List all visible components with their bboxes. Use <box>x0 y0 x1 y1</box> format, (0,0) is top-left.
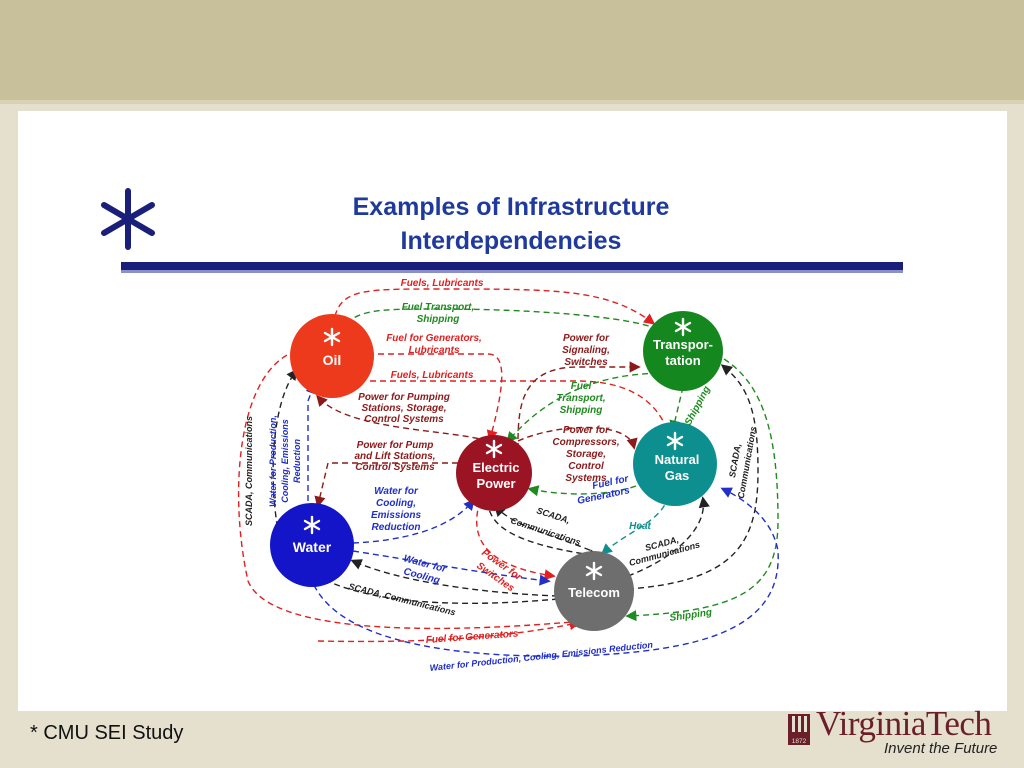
node-asterisk-icon <box>485 439 503 459</box>
label-water-cooling-3: Emissions <box>371 510 421 521</box>
top-banner <box>0 0 1024 100</box>
label-power-compressors-5: Systems <box>565 473 607 484</box>
node-asterisk-icon <box>674 317 692 337</box>
label-scada-bottom: SCADA, Communications <box>348 581 457 617</box>
label-scada-center-2: Communications <box>509 515 582 547</box>
node-oil-label: Oil <box>323 352 342 368</box>
footer-source: * CMU SEI Study <box>30 722 184 744</box>
label-water-production-left-1: Water for Production, <box>268 415 278 507</box>
label-power-pump-lift-1: Power for Pump <box>357 440 434 451</box>
logo-tagline: Invent the Future <box>884 740 998 757</box>
virginia-tech-logo: 1872 VirginiaTech Invent the Future <box>786 704 1018 766</box>
university-seal-icon: 1872 <box>788 714 810 745</box>
label-power-pump-lift-2: and Lift Stations, <box>354 451 435 462</box>
label-power-compressors-4: Control <box>568 461 604 472</box>
label-heat: Heat <box>629 521 651 532</box>
node-gas-label1: Natural <box>655 452 700 467</box>
node-electric-label1: Electric <box>473 460 520 475</box>
node-telecom: Telecom <box>554 551 634 631</box>
label-power-pumping-3: Control Systems <box>364 414 444 425</box>
label-scada-center-1: SCADA, <box>535 505 571 525</box>
label-fuel-transport-1: Fuel Transport, <box>402 302 475 313</box>
label-fuel-transport-2: Shipping <box>417 314 460 325</box>
label-water-cooling-2: Cooling, <box>376 498 416 509</box>
label-water-production-bottom: Water for Production, Cooling, Emissions… <box>429 640 654 673</box>
label-power-pumping-2: Stations, Storage, <box>361 403 446 414</box>
label-fuel-transport-mid-2: Transport, <box>556 393 605 404</box>
label-fuels-lubricants-top: Fuels, Lubricants <box>401 278 484 289</box>
label-fuel-transport-mid-3: Shipping <box>560 405 603 416</box>
node-water: Water <box>270 503 354 587</box>
label-fuel-transport-mid-1: Fuel <box>571 381 592 392</box>
label-water-production-left-3: Reduction <box>292 438 302 483</box>
node-electric-label2: Power <box>476 476 515 491</box>
node-oil: Oil <box>290 314 374 398</box>
label-power-pump-lift-3: Control Systems <box>355 462 435 473</box>
label-power-pumping-1: Power for Pumping <box>358 392 450 403</box>
asterisk-icon <box>101 188 155 250</box>
node-transportation-label2: tation <box>665 353 700 368</box>
node-gas-label2: Gas <box>665 468 690 483</box>
node-asterisk-icon <box>303 515 321 535</box>
label-power-signaling-3: Switches <box>564 357 608 368</box>
label-fuel-gen-lub-2: Lubricants <box>408 345 460 356</box>
interdependency-diagram: Examples of Infrastructure Interdependen… <box>101 188 903 673</box>
node-asterisk-icon <box>585 561 603 581</box>
label-water-cooling-1: Water for <box>374 486 419 497</box>
diagram-title-line1: Examples of Infrastructure <box>353 193 670 221</box>
label-fuel-gen-lub-1: Fuel for Generators, <box>386 333 482 344</box>
label-power-compressors-3: Storage, <box>566 449 606 460</box>
label-fuels-lubricants-mid: Fuels, Lubricants <box>391 370 474 381</box>
node-water-label: Water <box>293 539 332 555</box>
slide-content: Examples of Infrastructure Interdependen… <box>18 111 1007 711</box>
node-natural-gas: Natural Gas <box>633 422 717 506</box>
label-shipping-bottom: Shipping <box>669 607 713 624</box>
node-transportation: Transpor- tation <box>643 311 723 391</box>
title-rule-shadow <box>121 270 903 273</box>
label-power-compressors-1: Power for <box>563 425 610 436</box>
node-transportation-label1: Transpor- <box>653 337 713 352</box>
top-banner-edge <box>0 100 1024 104</box>
node-electric-power: Electric Power <box>456 435 532 511</box>
label-water-cooling-4: Reduction <box>372 522 421 533</box>
node-telecom-label: Telecom <box>568 585 620 600</box>
label-shipping-diag: Shipping <box>683 384 713 427</box>
label-power-signaling-2: Signaling, <box>562 345 610 356</box>
label-power-compressors-2: Compressors, <box>552 437 619 448</box>
label-scada-left: SCADA, Communications <box>244 416 254 526</box>
node-asterisk-icon <box>666 431 684 451</box>
title-rule <box>121 262 903 270</box>
label-power-signaling-1: Power for <box>563 333 610 344</box>
logo-wordmark: VirginiaTech <box>816 704 992 743</box>
label-fuel-for-generators-bottom: Fuel for Generators <box>425 629 519 646</box>
node-asterisk-icon <box>323 327 341 347</box>
label-water-production-left-2: Cooling, Emissions <box>280 419 290 503</box>
logo-year: 1872 <box>792 738 807 745</box>
diagram-title-line2: Interdependencies <box>401 227 622 255</box>
